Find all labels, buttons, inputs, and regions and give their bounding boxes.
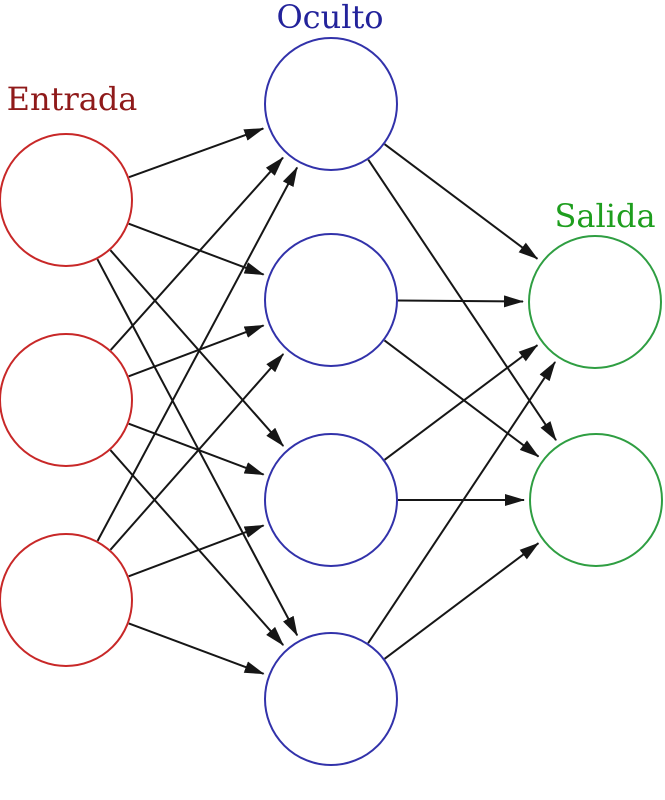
- hidden-node-h2: [264, 233, 398, 367]
- input-layer-label: Entrada: [7, 80, 138, 118]
- input-node-i2: [0, 333, 133, 467]
- nodes-layer: [0, 37, 663, 766]
- edge-h1-o1: [384, 143, 539, 260]
- input-node-i1: [0, 133, 133, 267]
- hidden-node-h4: [264, 632, 398, 766]
- hidden-layer-label: Oculto: [276, 0, 383, 36]
- edge-i1-h3: [109, 249, 285, 447]
- edge-h3-o1: [384, 344, 539, 461]
- edge-i2-h2: [128, 324, 265, 378]
- edge-i1-h1: [128, 127, 265, 179]
- edge-h1-o2: [367, 159, 557, 442]
- edge-i1-h4: [96, 258, 299, 637]
- edge-i2-h4: [109, 449, 284, 646]
- edge-i2-h3: [128, 422, 265, 476]
- hidden-node-h3: [264, 433, 398, 567]
- edge-h2-o2: [383, 339, 540, 458]
- edge-i2-h1: [109, 156, 284, 351]
- output-node-o2: [529, 433, 663, 567]
- edge-h2-o1: [397, 295, 524, 308]
- edge-i3-h4: [128, 622, 265, 675]
- input-node-i3: [0, 533, 133, 667]
- edge-h4-o2: [383, 542, 540, 660]
- edge-i3-h2: [109, 353, 285, 551]
- edge-i3-h1: [96, 166, 298, 542]
- edge-i3-h3: [128, 524, 265, 578]
- edge-i1-h2: [128, 222, 265, 276]
- edges-layer: [96, 127, 557, 675]
- edge-h4-o1: [367, 361, 556, 644]
- output-layer-label: Salida: [554, 197, 655, 235]
- hidden-node-h1: [264, 37, 398, 171]
- output-node-o1: [528, 235, 662, 369]
